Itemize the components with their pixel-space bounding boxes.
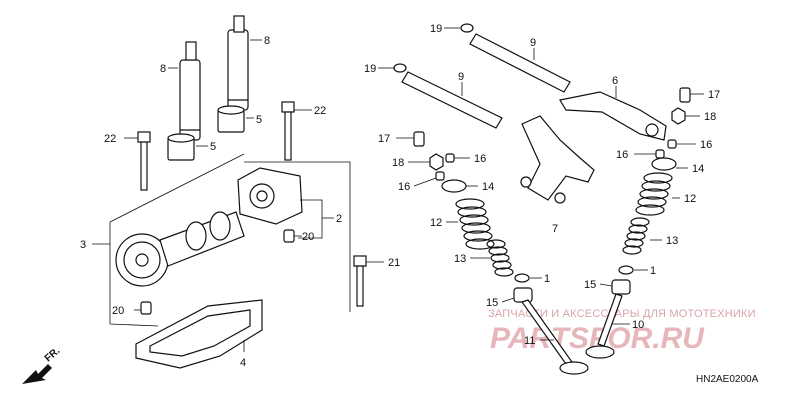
leader-15b — [599, 283, 613, 287]
callout-20-left: 20 — [112, 305, 124, 317]
callout-13-right: 13 — [666, 235, 678, 247]
part-21-bolt — [353, 255, 367, 307]
callout-16-a: 16 — [474, 153, 486, 165]
callout-15-left: 15 — [486, 297, 498, 309]
frame-part-3 — [109, 153, 245, 327]
callout-12-left: 12 — [430, 217, 442, 229]
part-14-right — [651, 157, 677, 171]
callout-19-upper: 19 — [430, 23, 442, 35]
part-2-holder — [237, 167, 303, 225]
part-16-b — [435, 171, 445, 181]
callout-9-upper: 9 — [530, 37, 536, 49]
part-22-bolt-right — [281, 101, 295, 161]
part-8-right — [227, 15, 249, 111]
part-8-left — [179, 41, 201, 141]
callout-22-left: 22 — [104, 133, 116, 145]
watermark-top-text: ЗАПЧАСТИ И АКСЕССУАРЫ ДЛЯ МОТОТЕХНИКИ — [488, 308, 756, 320]
callout-3: 3 — [80, 239, 86, 251]
part-9-upper — [469, 33, 571, 93]
part-7-bracket — [520, 115, 595, 204]
part-17-right — [679, 87, 691, 103]
callout-21: 21 — [388, 257, 400, 269]
part-20-collar-right — [283, 229, 295, 243]
part-19-upper — [460, 23, 474, 33]
direction-arrow-icon: FR. — [22, 345, 62, 384]
part-16-d — [655, 149, 665, 159]
part-4-plate — [135, 299, 263, 369]
callout-9-lower: 9 — [458, 71, 464, 83]
part-13-spring-left — [486, 239, 514, 277]
direction-label: FR. — [43, 345, 63, 364]
part-5-right — [217, 105, 245, 133]
part-18-right — [671, 107, 686, 125]
part-10-valve — [585, 293, 623, 359]
part-17-left — [413, 131, 425, 147]
part-11-valve — [521, 299, 589, 375]
callout-4: 4 — [240, 357, 246, 369]
callout-13-left: 13 — [454, 253, 466, 265]
diagram-code: HN2AE0200A — [696, 374, 759, 385]
callout-22-right: 22 — [314, 105, 326, 117]
part-15-left — [513, 287, 533, 303]
callout-20-right: 20 — [302, 231, 314, 243]
callout-17-right: 17 — [708, 89, 720, 101]
part-18-left — [429, 153, 444, 171]
callout-5-right: 5 — [256, 114, 262, 126]
part-20-collar-left — [140, 301, 152, 315]
part-1-right — [618, 265, 634, 275]
callout-6: 6 — [612, 75, 618, 87]
part-5-left — [167, 133, 195, 161]
frame-part-2 — [244, 161, 351, 312]
callout-7: 7 — [552, 223, 558, 235]
callout-18-right: 18 — [704, 111, 716, 123]
callout-8-left: 8 — [160, 63, 166, 75]
part-9-lower — [401, 71, 503, 129]
callout-17-left: 17 — [378, 133, 390, 145]
callout-14-left: 14 — [482, 181, 494, 193]
callout-18-left: 18 — [392, 157, 404, 169]
part-16-c — [667, 139, 677, 149]
callout-1-right: 1 — [650, 265, 656, 277]
part-22-bolt-left — [137, 131, 151, 191]
callout-19-lower: 19 — [364, 63, 376, 75]
callout-5-left: 5 — [210, 141, 216, 153]
bracket-part-2 — [298, 199, 323, 239]
callout-1-left: 1 — [544, 273, 550, 285]
part-12-spring-left — [455, 198, 495, 250]
part-13-spring-right — [622, 217, 650, 255]
callout-10: 10 — [632, 319, 644, 331]
part-3-camshaft — [115, 211, 245, 287]
leader-16b — [413, 177, 437, 187]
callout-16-d: 16 — [616, 149, 628, 161]
callout-8-right: 8 — [264, 35, 270, 47]
leader-15a — [501, 297, 515, 303]
part-15-right — [611, 279, 631, 295]
part-12-spring-right — [635, 172, 673, 216]
callout-12-right: 12 — [684, 193, 696, 205]
part-1-left — [514, 273, 530, 283]
part-19-lower — [393, 63, 407, 73]
part-14-left — [441, 179, 467, 193]
callout-14-right: 14 — [692, 163, 704, 175]
callout-15-right: 15 — [584, 279, 596, 291]
part-16-a — [445, 153, 455, 163]
callout-2: 2 — [336, 213, 342, 225]
part-6-rocker — [559, 91, 667, 141]
callout-11: 11 — [524, 335, 535, 347]
callout-16-c: 16 — [700, 139, 712, 151]
callout-16-b: 16 — [398, 181, 410, 193]
